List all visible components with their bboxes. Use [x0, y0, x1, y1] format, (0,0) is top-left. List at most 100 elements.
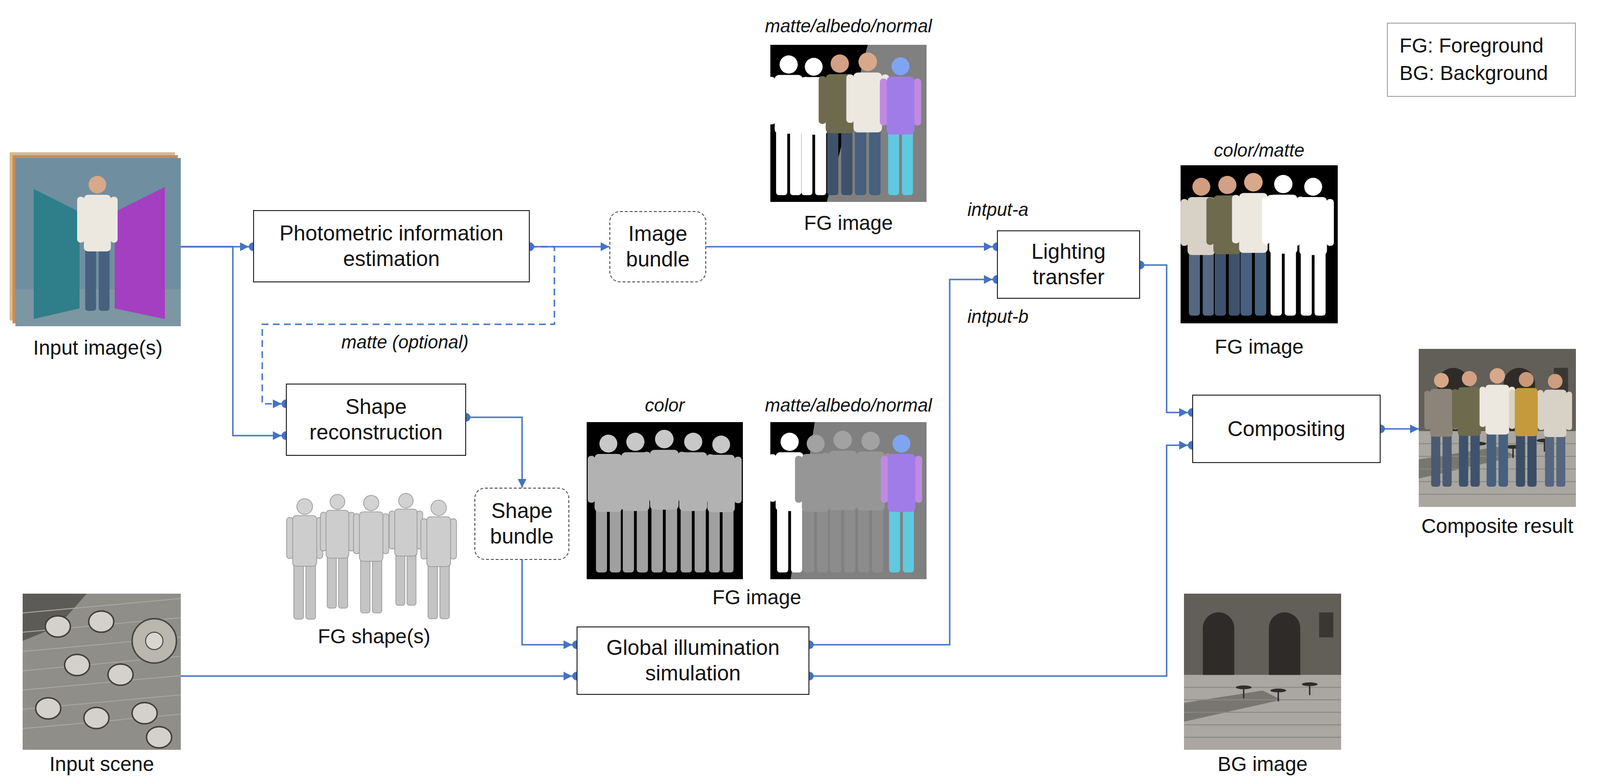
figure-arm — [734, 457, 742, 504]
figure-leg — [98, 246, 110, 311]
cobble-line — [1183, 712, 1342, 713]
figure-head — [599, 434, 618, 453]
figure-arm — [793, 79, 801, 126]
connector-group — [461, 413, 523, 488]
figure-head — [1304, 177, 1322, 196]
connector — [809, 445, 1193, 677]
legend-entry: BG: Background — [1399, 59, 1548, 88]
figure-leg — [360, 556, 371, 614]
figure-leg — [609, 507, 621, 573]
figure-head — [626, 432, 645, 452]
connector — [522, 560, 577, 646]
figure-arm — [880, 456, 888, 503]
table-top — [146, 726, 172, 749]
figure-head — [655, 430, 674, 449]
figure-leg — [777, 506, 789, 573]
figure-head — [398, 493, 414, 509]
connector-group — [1376, 424, 1419, 434]
image-caption: FG image — [1214, 335, 1304, 359]
person-figure — [849, 431, 892, 573]
person-figure — [880, 434, 923, 573]
figure-head — [1218, 175, 1237, 195]
figure-arm — [1479, 386, 1486, 428]
image-heading: matte/albedo/normal — [765, 395, 932, 417]
figure-leg — [1516, 431, 1526, 487]
figure-torso — [359, 511, 384, 562]
person-figure — [1538, 374, 1573, 487]
image-heading: color/matte — [1213, 140, 1305, 162]
image-panel: BG image — [1183, 593, 1342, 778]
figure-arm — [1232, 194, 1240, 244]
figure-leg — [665, 504, 678, 573]
person-figure — [1508, 372, 1544, 487]
image-panel: matte/albedo/normal FG image — [752, 12, 945, 238]
connector-group — [522, 560, 581, 650]
edge-label: intput-b — [965, 306, 1032, 328]
figure-leg — [887, 129, 900, 196]
connector — [1380, 428, 1419, 431]
figure-head — [861, 431, 880, 451]
figure-leg — [1254, 247, 1267, 316]
figure-leg — [439, 562, 450, 619]
figure-leg — [372, 556, 382, 614]
person-figure — [1262, 174, 1305, 316]
figure-leg — [815, 129, 827, 196]
figure-leg — [1300, 250, 1312, 316]
figure-arm — [587, 456, 595, 503]
figure-arm — [1452, 389, 1459, 430]
figure-torso — [825, 74, 854, 134]
box-label: Global illumination simulation — [587, 635, 799, 687]
bundle-box: Image bundle — [609, 211, 707, 283]
figure-leg — [1240, 247, 1252, 316]
figure-head — [684, 432, 703, 452]
table-top — [107, 664, 134, 686]
image-panel: color/matte FG image — [1180, 137, 1338, 362]
figure-leg — [722, 507, 734, 573]
figure-torso — [1544, 389, 1567, 438]
figure-arm — [450, 518, 457, 560]
figure-torso — [594, 454, 622, 512]
figure-head — [830, 54, 849, 73]
figure-arm — [643, 451, 651, 501]
figure-head — [1244, 173, 1263, 192]
figure-arm — [846, 74, 855, 123]
figure-arm — [77, 196, 85, 243]
figure-torso — [886, 76, 915, 135]
table-top — [88, 611, 114, 633]
connector-group — [706, 242, 1002, 252]
image-caption: FG image — [804, 211, 893, 235]
figure-head — [88, 175, 107, 194]
box-label: Shape reconstruction — [296, 394, 456, 446]
magenta-panel — [114, 187, 165, 320]
photo-ground — [1183, 593, 1342, 751]
figure-leg — [1458, 431, 1468, 487]
photo-ground — [770, 44, 927, 202]
figure-torso — [887, 454, 915, 512]
image-panel: Composite result — [1418, 349, 1576, 540]
connector — [466, 417, 523, 488]
edge-label: matte (optional) — [338, 332, 471, 354]
figure-arm — [382, 513, 389, 554]
figure-leg — [872, 505, 884, 573]
process-box: Compositing — [1192, 394, 1381, 464]
figure-leg — [595, 507, 607, 573]
photo-ground — [1180, 165, 1338, 324]
figure-head — [1547, 374, 1563, 389]
figure-arm — [849, 453, 858, 502]
figure-leg — [902, 507, 915, 573]
figure-head — [712, 435, 731, 454]
photo-ground — [586, 422, 743, 580]
figure-torso — [856, 451, 885, 511]
table-top — [35, 698, 61, 720]
figure-leg — [830, 505, 842, 573]
image-heading: matte/albedo/normal — [765, 15, 932, 38]
box-label: Compositing — [1227, 416, 1346, 443]
figure-arm — [821, 452, 830, 501]
figure-head — [806, 434, 825, 453]
image-panel: FG shape(s) — [283, 482, 465, 651]
image-caption: BG image — [1217, 752, 1308, 777]
figure-leg — [708, 507, 720, 573]
process-box: Shape reconstruction — [285, 383, 467, 457]
image-panel: Input image(s) — [15, 158, 181, 362]
